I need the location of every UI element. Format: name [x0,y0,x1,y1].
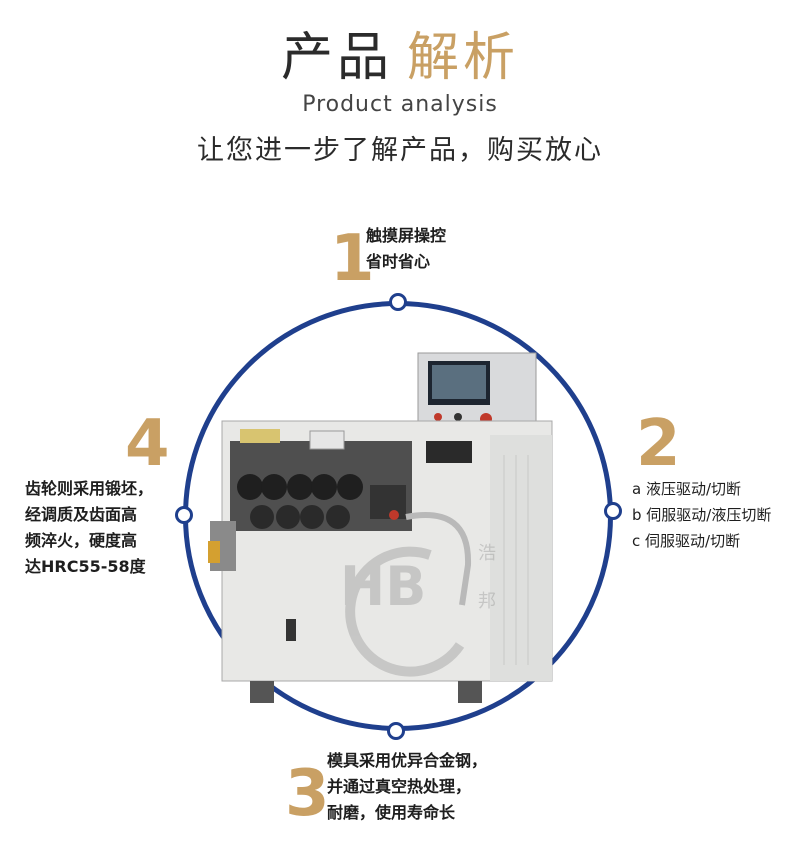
feature-4-line: 达HRC55-58度 [25,557,146,576]
output-pipe [405,512,472,606]
feature-3-number: 3 [285,757,330,831]
info-label [309,430,345,450]
feature-1-line: 触摸屏操控 [366,226,447,245]
feature-3-line: 模具采用优异合金钢， [327,751,488,770]
motor-part [208,541,220,563]
roller [300,505,324,529]
roller [250,505,274,529]
ring-dot-left [175,506,193,524]
watermark-letters: HB [340,555,426,618]
roller [261,474,287,500]
button-red [434,413,442,421]
machine-image: HB 浩 邦 [208,352,553,703]
roller [237,474,263,500]
feature-4-line: 频淬火，硬度高 [25,531,138,550]
feature-2-text: a 液压驱动/切断 b 伺服驱动/液压切断 c 伺服驱动/切断 [632,476,800,554]
machine-foot [250,681,274,703]
cabinet-side [490,435,552,681]
watermark-arc [345,546,465,677]
button-black [454,413,462,421]
feature-2-number: 2 [636,407,681,481]
cutter-head [370,485,406,519]
ring-dot-top [389,293,407,311]
cutter-marker [389,510,399,520]
feature-1-text: 触摸屏操控 省时省心 [366,223,566,275]
subtitle-english: Product analysis [302,92,498,117]
rollers-top [237,474,363,500]
title-part1: 产品 [280,28,393,88]
feature-1-line: 省时省心 [366,252,431,271]
watermark-char: 邦 [478,591,496,612]
feature-3-line: 耐磨，使用寿命长 [327,803,456,822]
roller [276,505,300,529]
tagline: 让您进一步了解产品，购买放心 [197,135,603,166]
feature-2-line: b 伺服驱动/液压切断 [632,506,772,524]
roller [287,474,313,500]
feature-3-text: 模具采用优异合金钢， 并通过真空热处理， 耐磨，使用寿命长 [327,748,567,826]
feature-1-number: 1 [330,222,375,296]
roller [311,474,337,500]
feature-2-line: c 伺服驱动/切断 [632,532,741,550]
feature-3-line: 并通过真空热处理， [327,777,472,796]
feature-4-number: 4 [125,407,170,481]
title-part2: 解析 [407,28,520,88]
watermark-logo: HB 浩 邦 [340,543,496,677]
feature-4-line: 经调质及齿面高 [25,505,138,524]
machine-foot [458,681,482,703]
watermark-char: 浩 [478,543,496,564]
level-gauge [286,619,296,641]
touch-screen-display [432,365,486,399]
feature-2-line: a 液压驱动/切断 [632,480,742,498]
rollers-bottom [250,505,350,529]
ring-dot-bottom [387,722,405,740]
feature-4-text: 齿轮则采用锻坯， 经调质及齿面高 频淬火，硬度高 达HRC55-58度 [25,476,195,580]
ring-dot-right [604,502,622,520]
cabinet-panel [426,441,472,463]
page-title: 产品解析 [0,26,800,90]
feature-4-line: 齿轮则采用锻坯， [25,479,154,498]
roller [337,474,363,500]
warning-label [240,429,280,443]
roller [326,505,350,529]
